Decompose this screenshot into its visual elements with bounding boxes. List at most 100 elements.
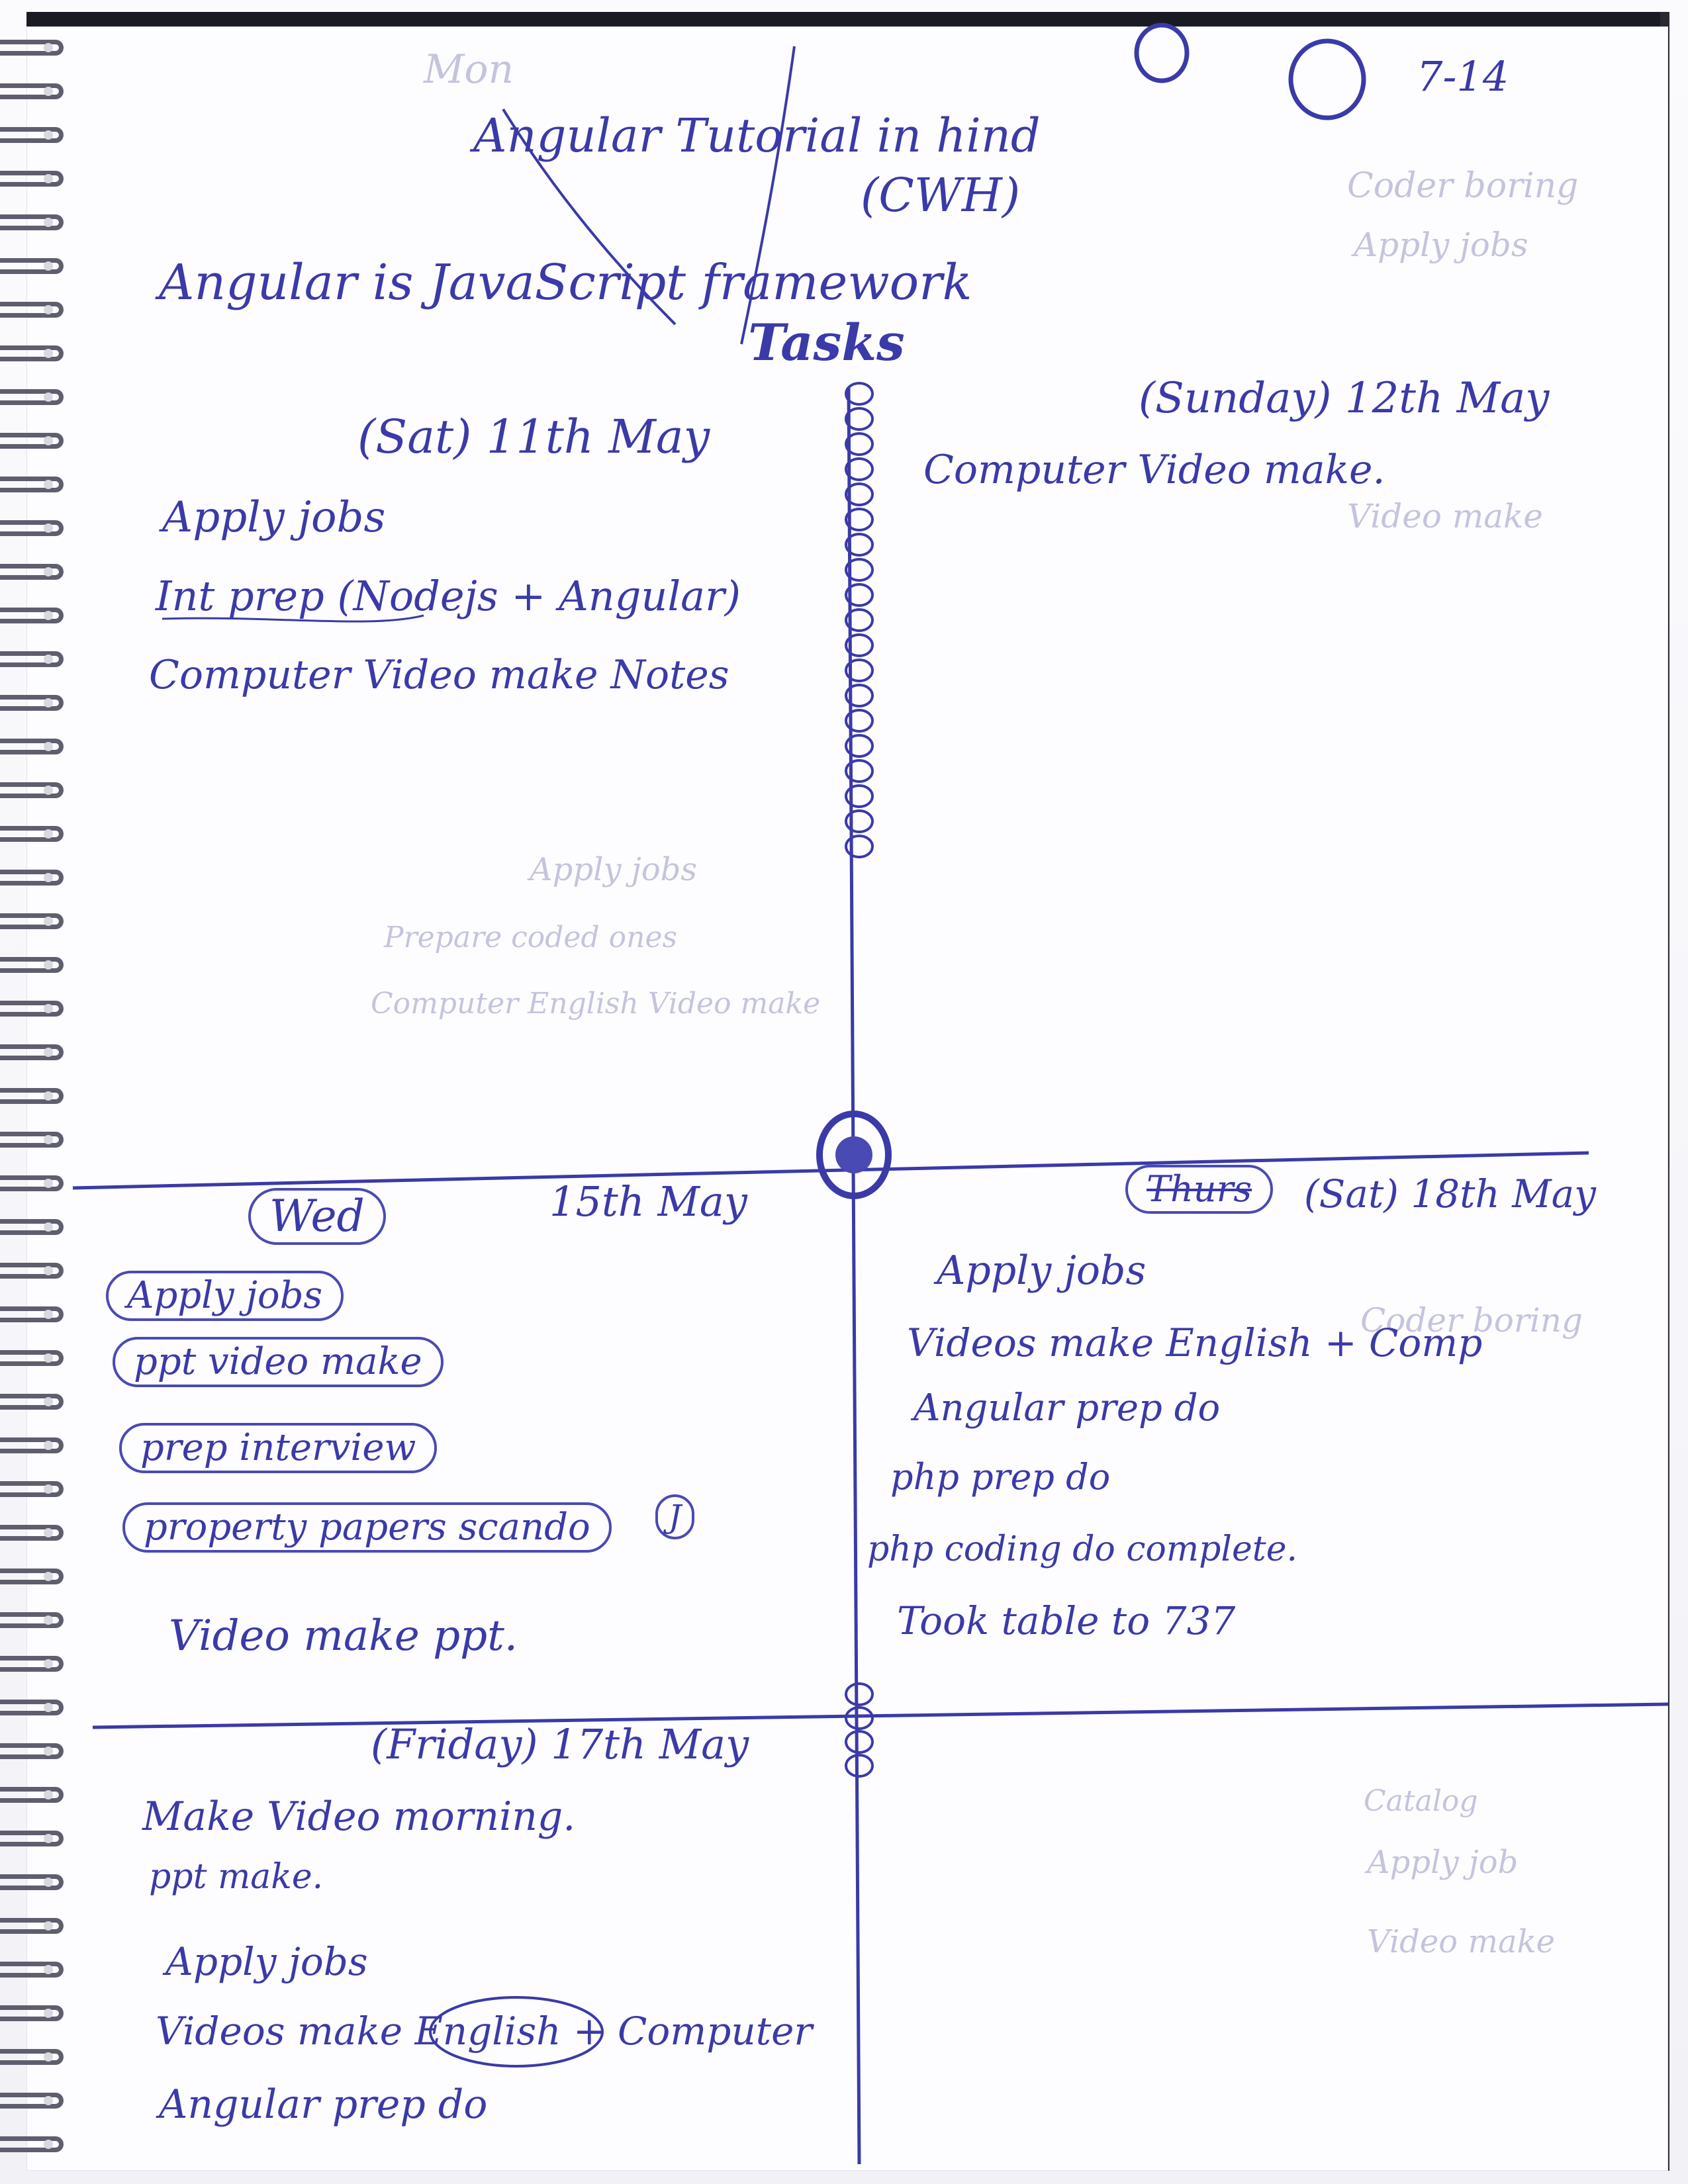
circle-around-word: [429, 1996, 604, 2068]
punch-hole: [44, 1572, 53, 1581]
punch-hole: [44, 43, 53, 52]
loop-doodle: [845, 482, 874, 506]
spiral-coil: [0, 564, 64, 580]
bleed-text: Coder boring: [1360, 1301, 1583, 1340]
punch-hole: [44, 1266, 53, 1275]
spiral-coil: [0, 2049, 64, 2065]
loop-doodle: [845, 382, 874, 406]
spiral-coil: [0, 1525, 64, 1541]
loop-doodle: [845, 1706, 874, 1730]
punch-hole: [44, 1659, 53, 1668]
spiral-coil: [0, 302, 64, 318]
task-item: Computer Video make Notes: [149, 652, 729, 698]
bleed-text: Catalog: [1364, 1784, 1478, 1818]
task-item: Took table to 737: [897, 1598, 1236, 1643]
loop-doodle: [845, 407, 874, 431]
task-item-circled: Apply jobs: [106, 1271, 344, 1321]
loop-doodle: [845, 457, 874, 481]
bleed-text: Computer English Video make: [371, 987, 821, 1021]
cwh-label: (CWH): [861, 168, 1021, 222]
loop-doodle: [845, 709, 874, 733]
spiral-coil: [0, 1394, 64, 1410]
loop-doodle: [845, 608, 874, 632]
framework-definition: Angular is JavaScript framework: [159, 254, 972, 311]
spiral-coil: [0, 1656, 64, 1672]
punch-hole: [44, 698, 53, 707]
punch-hole: [44, 1004, 53, 1013]
task-item: Videos make English + Comp: [907, 1320, 1483, 1365]
spiral-coil: [0, 1612, 64, 1628]
bleed-text: Apply jobs: [1354, 226, 1528, 264]
punch-hole: [44, 1091, 53, 1101]
bleed-text: Apply job: [1367, 1844, 1519, 1881]
spiral-coil: [0, 1831, 64, 1846]
task-item-circled: ppt video make: [113, 1337, 444, 1387]
task-item: Angular prep do: [914, 1387, 1221, 1430]
loop-doodle: [845, 784, 874, 808]
spiral-coil: [0, 1088, 64, 1104]
day-label-wed: Wed: [248, 1188, 386, 1245]
loop-doodles: [845, 1682, 874, 1778]
spiral-coil: [0, 695, 64, 711]
punch-hole: [44, 1179, 53, 1188]
punch-hole: [44, 218, 53, 227]
spiral-coil: [0, 389, 64, 405]
spiral-coil: [0, 739, 64, 754]
spiral-coil: [0, 1263, 64, 1279]
spiral-coil: [0, 2093, 64, 2109]
punch-hole: [44, 87, 53, 96]
task-item: Apply jobs: [937, 1248, 1147, 1294]
punch-hole: [44, 829, 53, 839]
spiral-coil: [0, 1700, 64, 1715]
punch-hole: [44, 2009, 53, 2018]
punch-hole: [44, 960, 53, 970]
punch-hole: [44, 1878, 53, 1887]
loop-doodle: [845, 633, 874, 657]
date-label-15: 15th May: [549, 1177, 747, 1226]
task-item-circled: property papers scando: [122, 1502, 612, 1553]
punch-hole: [44, 567, 53, 576]
spiral-coil: [0, 40, 64, 56]
task-item: Make Video morning.: [142, 1794, 576, 1840]
punch-hole: [44, 1615, 53, 1625]
task-item: ppt make.: [149, 1857, 324, 1897]
punch-hole: [44, 1353, 53, 1363]
struck-day-thurs: Thurs: [1125, 1165, 1274, 1214]
spiral-coil: [0, 651, 64, 667]
spiral-coil: [0, 258, 64, 274]
spiral-coil: [0, 127, 64, 143]
punch-hole: [44, 1921, 53, 1931]
punch-hole: [44, 130, 53, 140]
spiral-coil: [0, 826, 64, 842]
spiral-coil: [0, 83, 64, 99]
punch-hole: [44, 1048, 53, 1057]
loop-doodle: [845, 583, 874, 607]
spiral-coil: [0, 1918, 64, 1934]
underline: [162, 614, 424, 623]
spiral-coil: [0, 1044, 64, 1060]
punch-hole: [44, 174, 53, 183]
bleed-text: Video make: [1367, 1923, 1556, 1960]
task-item: php coding do complete.: [867, 1529, 1297, 1569]
spiral-coil: [0, 1001, 64, 1017]
bleed-text: Apply jobs: [530, 851, 697, 888]
circled-marker: J: [655, 1494, 695, 1539]
task-item: Videos make English + Computer: [156, 2009, 813, 2054]
spiral-coil: [0, 913, 64, 929]
center-scribble-blob: [835, 1136, 872, 1173]
punch-hole: [44, 742, 53, 751]
punch-hole: [44, 2052, 53, 2062]
loop-doodle: [845, 734, 874, 758]
bleed-mon: Mon: [424, 46, 514, 93]
loop-doodles: [845, 382, 874, 858]
bleed-text: Coder boring: [1347, 166, 1579, 206]
spiral-coil: [0, 477, 64, 492]
punch-hole: [44, 261, 53, 271]
punch-hole: [44, 1441, 53, 1450]
punch-hole: [44, 480, 53, 489]
center-scribble-blob: [816, 1111, 892, 1199]
punch-hole: [44, 349, 53, 358]
task-item: Computer Video make.: [923, 447, 1385, 493]
punch-hole: [44, 1397, 53, 1406]
